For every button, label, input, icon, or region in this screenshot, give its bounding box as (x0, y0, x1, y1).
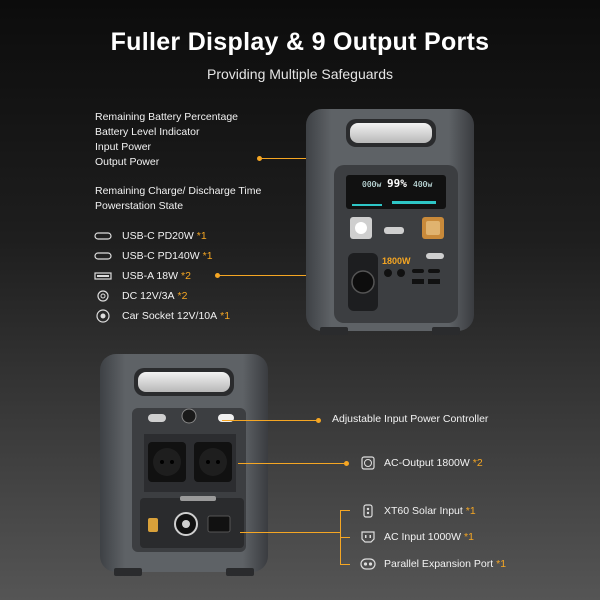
port-item-usbc-20w: USB-C PD20W*1 (92, 228, 230, 244)
leader-line (219, 275, 339, 276)
parallel-port-icon (360, 557, 376, 571)
xt60-port (148, 518, 158, 532)
feature-label: Adjustable Input Power Controller (332, 413, 489, 425)
dc-port-icon (92, 290, 114, 302)
port-label: USB-C PD20W (122, 230, 194, 242)
feature-label: AC Input 1000W (384, 531, 462, 543)
ac-input-icon (360, 530, 376, 544)
port-label: USB-A 18W (122, 270, 179, 282)
pin (206, 460, 210, 464)
ac-outlet-icon (360, 456, 376, 470)
rear-switch-left[interactable] (148, 414, 166, 422)
usb-c-icon (92, 232, 114, 240)
light-button[interactable] (384, 227, 404, 234)
rear-feature-ac-input: AC Input 1000W*1 (360, 529, 474, 545)
lcd-percent-readout: 99% (387, 177, 407, 190)
leader-line (222, 420, 318, 421)
display-feature-list-2: Remaining Charge/ Discharge Time Powerst… (95, 184, 261, 214)
lcd-screen (346, 175, 446, 209)
foot-left (114, 568, 142, 576)
power-station-front (306, 109, 474, 335)
rear-feature-ac-output: AC-Output 1800W*2 (360, 455, 483, 471)
foot-right (432, 327, 460, 335)
dc-button[interactable] (426, 253, 444, 259)
pin (160, 460, 164, 464)
ac-button-face (426, 221, 440, 235)
usb-a-port-2 (428, 279, 440, 284)
port-label: Car Socket 12V/10A (122, 310, 218, 322)
pin (216, 460, 220, 464)
rear-feature-xt60: XT60 Solar Input*1 (360, 503, 476, 519)
handle (350, 123, 432, 143)
battery-level-bar (392, 201, 436, 204)
leader-dot (257, 156, 262, 161)
foot-right (226, 568, 254, 576)
ac-power-label: 1800W (382, 256, 411, 266)
usb-c-icon (92, 252, 114, 260)
pin (170, 460, 174, 464)
xt60-icon (360, 504, 376, 518)
usb-c-port-2 (428, 269, 440, 273)
port-label: USB-C PD140W (122, 250, 200, 262)
leader-line (238, 463, 346, 464)
footnote-mark: *1 (464, 531, 474, 543)
power-station-rear (100, 354, 268, 576)
power-button-light (355, 222, 367, 234)
ac-outlet-2-socket (199, 448, 227, 476)
port-item-usba: USB-A 18W*2 (92, 268, 230, 284)
footnote-mark: *1 (496, 558, 507, 570)
feature-battery-indicator: Battery Level Indicator (95, 126, 200, 138)
page-subtitle: Providing Multiple Safeguards (207, 66, 393, 82)
lcd-line (352, 204, 382, 206)
usb-c-port-1 (412, 269, 424, 273)
dc-port-2 (397, 269, 405, 277)
feature-input-power: Input Power (95, 141, 152, 153)
rear-feature-parallel: Parallel Expansion Port*1 (360, 556, 506, 572)
car-socket-icon (92, 309, 114, 323)
car-socket (351, 270, 375, 294)
footnote-mark: *1 (220, 310, 231, 322)
footnote-mark: *2 (181, 270, 191, 282)
footnote-mark: *2 (177, 290, 188, 302)
footnote-mark: *2 (472, 457, 483, 469)
leader-dot (215, 273, 220, 278)
ac-outlet-1-socket (153, 448, 181, 476)
feature-label: AC-Output 1800W (384, 457, 470, 469)
feature-label: Parallel Expansion Port (384, 558, 494, 570)
rear-feature-input-controller: Adjustable Input Power Controller (332, 411, 488, 427)
feature-battery-percentage: Remaining Battery Percentage (95, 111, 238, 123)
front-port-list: USB-C PD20W*1 USB-C PD140W*1 USB-A 18W*2… (92, 228, 230, 324)
feature-station-state: Powerstation State (95, 200, 184, 212)
footnote-mark: *1 (465, 505, 476, 517)
input-power-knob[interactable] (181, 408, 197, 424)
feature-label: XT60 Solar Input (384, 505, 463, 517)
foot-left (320, 327, 348, 335)
lcd-input-readout: 000w (362, 180, 382, 189)
leader-line (340, 564, 350, 565)
port-item-dc: DC 12V/3A*2 (92, 288, 230, 304)
feature-remaining-time: Remaining Charge/ Discharge Time (95, 185, 262, 197)
display-feature-list: Remaining Battery Percentage Battery Lev… (95, 110, 238, 170)
leader-dot (344, 461, 349, 466)
port-label: DC 12V/3A (122, 290, 175, 302)
leader-dot (316, 418, 321, 423)
usb-a-port-1 (412, 279, 424, 284)
footnote-mark: *1 (196, 230, 207, 242)
footnote-mark: *1 (202, 250, 213, 262)
cover-latch (180, 496, 216, 501)
port-item-car-socket: Car Socket 12V/10A*1 (92, 308, 230, 324)
leader-line (240, 532, 340, 533)
dc-port-1 (384, 269, 392, 277)
port-item-usbc-140w: USB-C PD140W*1 (92, 248, 230, 264)
usb-a-icon (92, 272, 114, 280)
ac-input-port (207, 515, 231, 533)
feature-output-power: Output Power (95, 156, 160, 168)
lcd-output-readout: 400w (413, 180, 433, 189)
leader-line (340, 537, 350, 538)
leader-line (340, 510, 350, 511)
page-title: Fuller Display & 9 Output Ports (110, 28, 490, 56)
parallel-port-pin (182, 520, 190, 528)
handle (138, 372, 230, 392)
